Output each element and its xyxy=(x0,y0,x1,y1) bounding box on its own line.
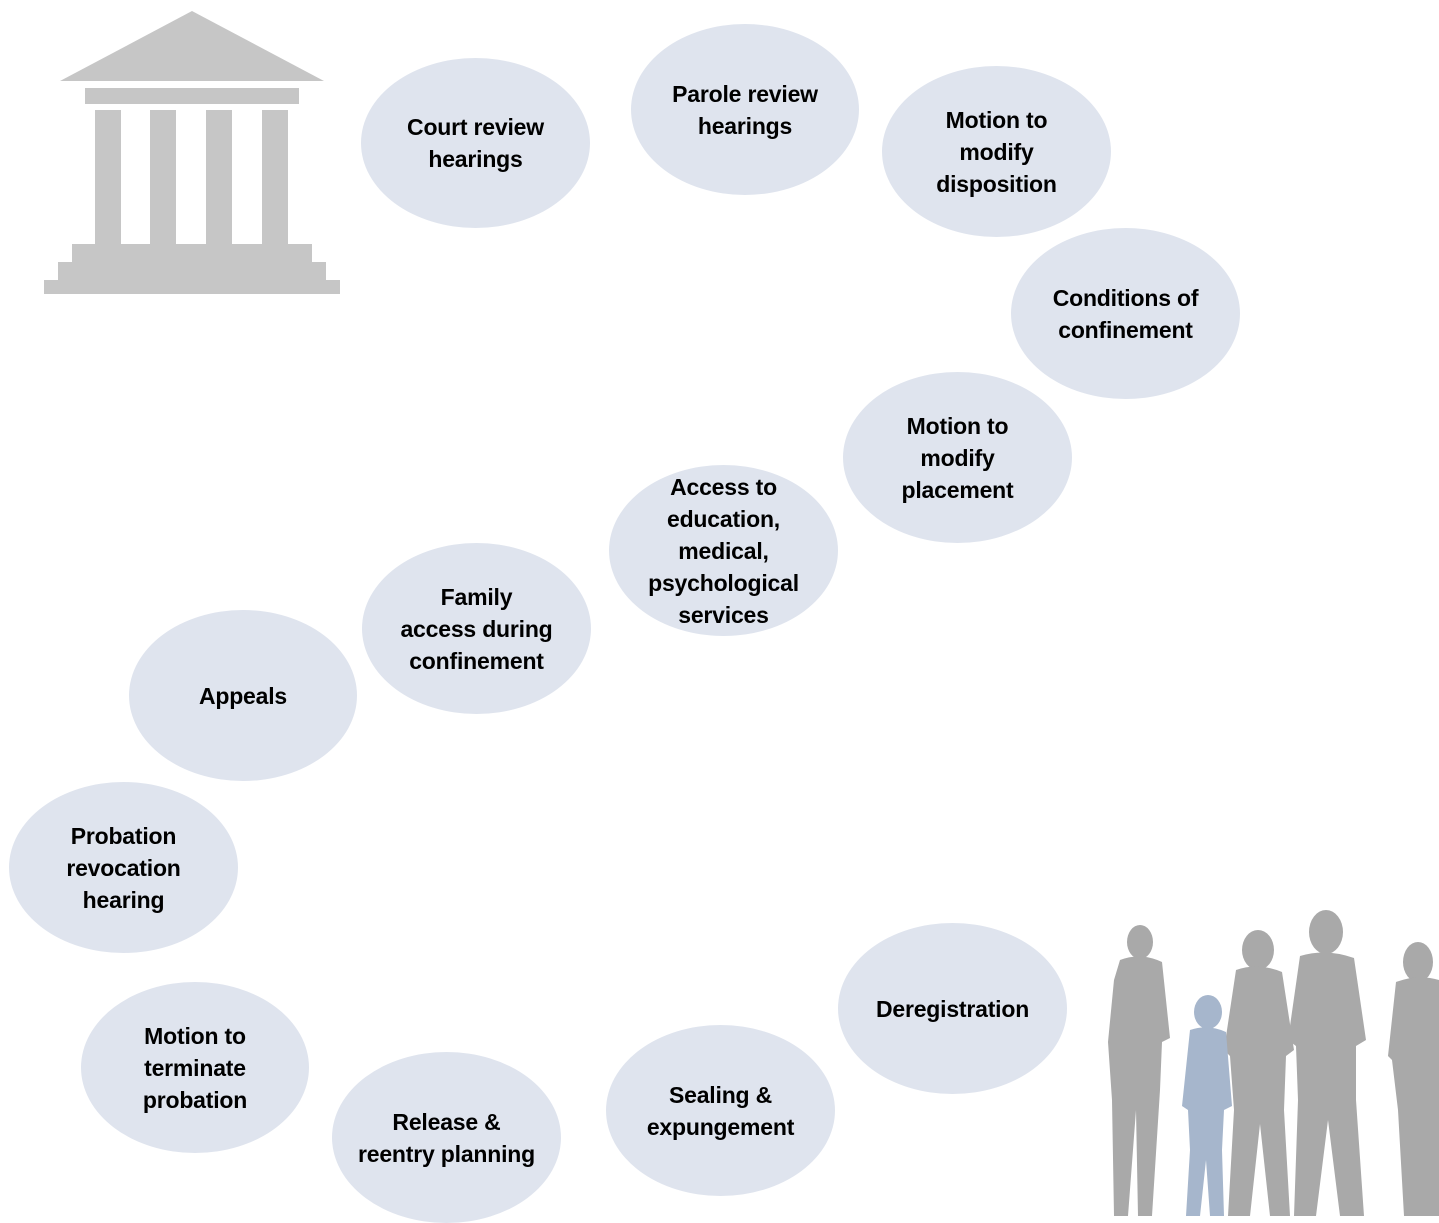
stage-terminate-probation-label: Motion to terminate probation xyxy=(142,1022,248,1113)
stage-modify-disposition: Motion to modify disposition xyxy=(882,66,1111,237)
stage-modify-placement-label: Motion to modify placement xyxy=(901,412,1014,503)
courthouse-icon xyxy=(44,11,340,294)
stage-modify-placement: Motion to modify placement xyxy=(843,372,1072,543)
stage-modify-disposition-label: Motion to modify disposition xyxy=(936,106,1057,197)
stage-family-access-label: Family access during confinement xyxy=(400,583,553,674)
stage-deregistration-label: Deregistration xyxy=(875,995,1030,1022)
stage-access-services-label: Access to education, medical, psychologi… xyxy=(648,473,799,628)
stage-probation-revocation: Probation revocation hearing xyxy=(9,782,238,953)
stage-parole-review-label: Parole review hearings xyxy=(672,80,818,139)
stage-appeals: Appeals xyxy=(129,610,357,781)
stage-court-review: Court review hearings xyxy=(361,58,590,228)
stage-conditions-label: Conditions of confinement xyxy=(1052,284,1199,343)
stage-court-review-label: Court review hearings xyxy=(407,114,544,172)
stage-parole-review: Parole review hearings xyxy=(631,24,859,195)
people-silhouette-icon xyxy=(1108,910,1439,1216)
stage-sealing-expungement: Sealing & expungement xyxy=(606,1025,835,1196)
stage-release-reentry-label: Release & reentry planning xyxy=(358,1108,535,1167)
stage-family-access: Family access during confinement xyxy=(362,543,591,714)
stage-probation-revocation-label: Probation revocation hearing xyxy=(66,822,181,913)
stage-conditions-of-confinement: Conditions of confinement xyxy=(1011,228,1240,399)
stage-deregistration: Deregistration xyxy=(838,923,1067,1094)
stage-appeals-label: Appeals xyxy=(198,682,288,709)
stage-sealing-label: Sealing & expungement xyxy=(646,1081,795,1140)
stage-access-services: Access to education, medical, psychologi… xyxy=(609,465,838,636)
stage-terminate-probation: Motion to terminate probation xyxy=(81,982,309,1153)
stage-release-reentry: Release & reentry planning xyxy=(332,1052,561,1223)
